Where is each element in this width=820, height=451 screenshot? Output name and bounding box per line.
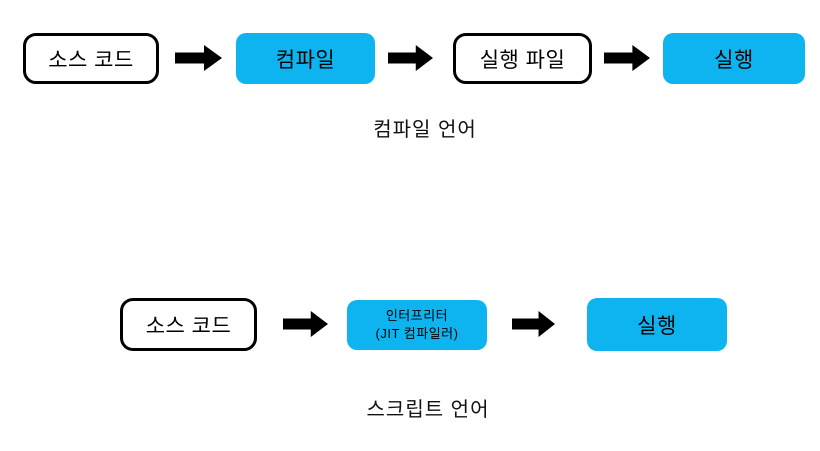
arrow-right-icon: [388, 45, 433, 71]
arrow-right-icon: [512, 311, 555, 337]
node-run-compiled: 실행: [663, 33, 805, 84]
node-executable-file: 실행 파일: [453, 33, 592, 84]
node-label: 실행: [714, 48, 754, 72]
arrow-right-icon: [283, 311, 328, 337]
node-label: 소스 코드: [145, 314, 232, 338]
node-label: 소스 코드: [48, 48, 134, 72]
node-source-code-compiled: 소스 코드: [23, 33, 159, 84]
caption-compiled-language: 컴파일 언어: [373, 119, 477, 141]
arrow-right-icon: [604, 45, 650, 71]
node-label: 실행: [637, 314, 677, 338]
node-label: 실행 파일: [479, 48, 566, 72]
node-source-code-script: 소스 코드: [120, 298, 257, 351]
node-interpreter: 인터프리터 (JIT 컴파일러): [347, 300, 487, 350]
interpreter-line1: 인터프리터: [385, 308, 449, 324]
interpreter-line2: (JIT 컴파일러): [375, 326, 459, 341]
node-compile: 컴파일: [236, 33, 375, 84]
arrow-right-icon: [175, 45, 222, 71]
node-label: 컴파일: [275, 48, 336, 72]
node-label: 인터프리터 (JIT 컴파일러): [376, 307, 459, 342]
caption-script-language: 스크립트 언어: [366, 399, 490, 421]
node-run-script: 실행: [587, 298, 727, 351]
